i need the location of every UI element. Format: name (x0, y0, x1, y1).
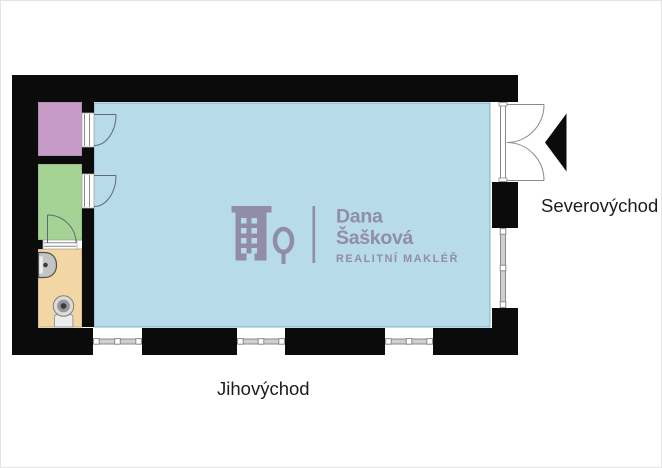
window-mullion (385, 338, 392, 345)
rooms (37, 101, 491, 328)
door-swing-arc (47, 214, 77, 244)
door-bathroom (42, 214, 78, 250)
label-southeast: Jihovýchod (217, 378, 310, 399)
tree-icon (272, 226, 295, 264)
door-leaf-top (506, 104, 545, 143)
door-frame-cap (498, 102, 508, 107)
window-mullion (426, 338, 433, 345)
wall-divider-rooms (38, 156, 82, 164)
room-top-left (37, 101, 83, 157)
toilet-drain (60, 303, 67, 309)
wall-right-upper (492, 182, 518, 228)
building-windows (241, 218, 257, 261)
window-1 (93, 328, 142, 355)
window-mullion (278, 338, 285, 345)
door-leaf-bottom (506, 142, 545, 181)
toilet-icon (52, 295, 75, 328)
window-mullion (237, 338, 244, 345)
bathroom-fixtures (37, 251, 75, 328)
window-mullion (257, 338, 265, 345)
toilet-base (54, 314, 74, 328)
window-mullion (405, 338, 413, 345)
door-threshold (42, 239, 78, 250)
sink-basin-edge (39, 256, 43, 274)
window-mullion (114, 338, 121, 345)
building-icon (231, 206, 272, 261)
sink-icon (37, 251, 58, 279)
wall-left (12, 75, 38, 355)
room-mid-left (37, 163, 83, 241)
agent-tagline: REALITNÍ MAKLÉŘ (336, 252, 459, 265)
agent-last-name: Šašková (336, 225, 413, 249)
walls (12, 75, 518, 355)
window-mullion (93, 338, 100, 345)
wall-right-corner (492, 308, 518, 355)
window-mullion (499, 228, 507, 235)
window-mullion (135, 338, 142, 345)
window-2 (237, 328, 285, 355)
wall-top (12, 75, 518, 102)
sink-drain (43, 262, 48, 268)
wall-strip-1 (82, 101, 94, 113)
door-top-left-room (81, 112, 117, 148)
agent-first-name: Dana (336, 206, 383, 228)
wall-strip-2 (82, 147, 94, 174)
windows-bottom (93, 328, 433, 355)
watermark-logo: Dana Šašková REALITNÍ MAKLÉŘ (231, 206, 459, 265)
door-swing-arc (93, 175, 117, 207)
wall-bottom-4 (433, 328, 492, 355)
wall-bottom-3 (285, 328, 385, 355)
wall-bottom-2 (142, 328, 237, 355)
door-frame (81, 112, 95, 148)
entrance-door (492, 102, 567, 182)
logo-divider (312, 206, 316, 263)
entrance-arrow-icon (545, 113, 567, 172)
window-3 (385, 328, 433, 355)
window-mullion (499, 264, 507, 272)
label-northeast: Severovýchod (541, 195, 658, 216)
wall-bottom-1 (38, 328, 93, 355)
wall-jamb-bathroom (38, 240, 43, 249)
door-swing-arc (93, 114, 117, 146)
door-frame (81, 173, 95, 209)
door-mid-left-room (81, 173, 117, 209)
window-right (492, 228, 518, 308)
window-mullion (499, 301, 507, 308)
room-main (93, 102, 491, 328)
door-frame-cap (498, 177, 508, 182)
wall-strip-3 (82, 208, 94, 327)
